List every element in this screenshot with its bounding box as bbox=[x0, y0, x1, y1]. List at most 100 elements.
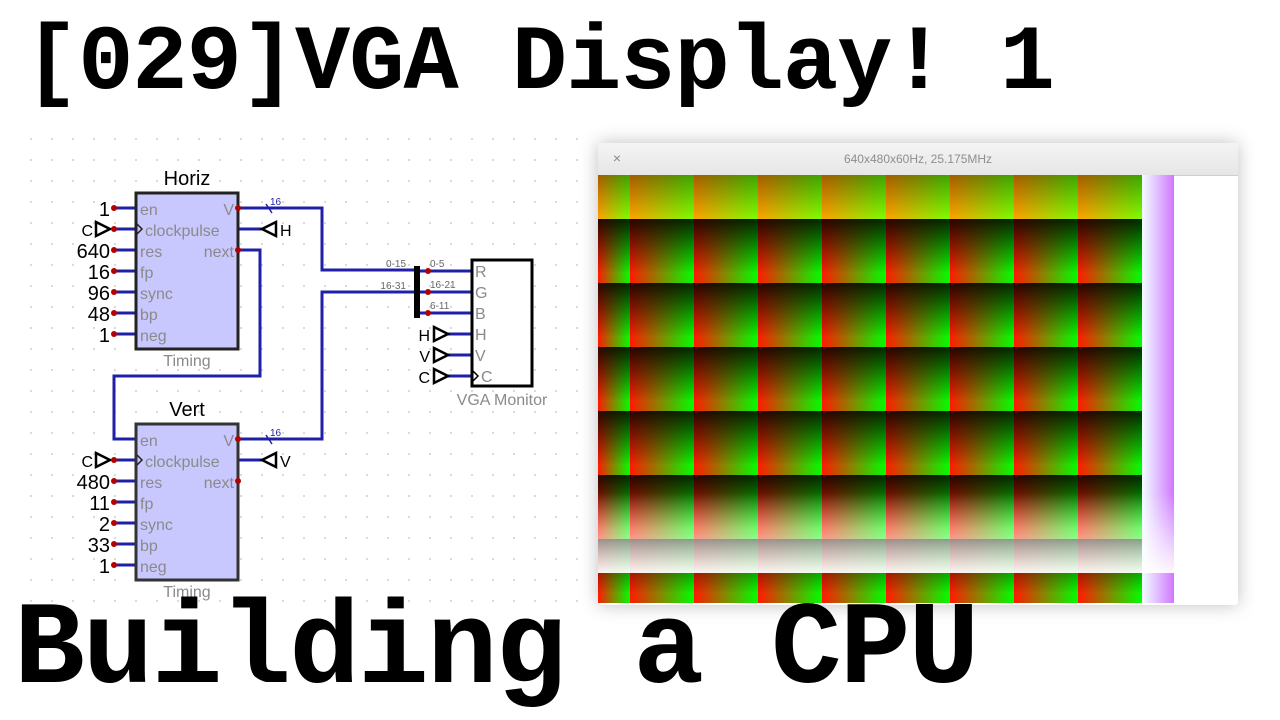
horiz-pin-en: en bbox=[140, 202, 158, 219]
horiz-pin-clockpulse: clockpulse bbox=[145, 223, 220, 240]
vert-out-v: V bbox=[223, 433, 234, 450]
monitor-pin-r: R bbox=[475, 264, 487, 281]
bus-splitter[interactable]: 0-15 16-31 0-5 16-21 6-11 bbox=[380, 259, 456, 318]
vert-pin-neg: neg bbox=[140, 559, 167, 576]
vga-tile bbox=[1142, 219, 1174, 283]
vga-tile bbox=[598, 347, 630, 411]
vga-tile bbox=[1142, 175, 1174, 219]
monitor-tunnels: H V C bbox=[418, 324, 451, 387]
horiz-pin-res: res bbox=[140, 244, 162, 261]
vert-pin-sync: sync bbox=[140, 517, 173, 534]
vert-pin-en: en bbox=[140, 433, 158, 450]
vga-tile bbox=[758, 347, 822, 411]
vga-monitor-component[interactable]: R G B H V C VGA Monitor bbox=[457, 258, 548, 409]
vert-bus-width: 16 bbox=[270, 428, 282, 439]
monitor-tunnel-v-label: V bbox=[419, 349, 430, 366]
pin-dots bbox=[111, 205, 431, 568]
splitter-out-r: 0-5 bbox=[430, 259, 445, 270]
vert-inputs: C 480 11 2 33 1 V 16 bbox=[77, 428, 291, 578]
horiz-h-tunnel-icon bbox=[259, 219, 278, 239]
vga-tile bbox=[694, 411, 758, 475]
vert-input-clock: C bbox=[81, 454, 93, 471]
vga-tile bbox=[1078, 411, 1142, 475]
horiz-pin-bp: bp bbox=[140, 307, 158, 324]
horiz-out-v: V bbox=[223, 202, 234, 219]
vert-input-bp: 33 bbox=[88, 535, 110, 557]
vga-tile bbox=[1142, 347, 1174, 411]
vert-clock-tunnel-icon bbox=[94, 450, 113, 470]
horiz-input-en: 1 bbox=[99, 199, 110, 221]
close-icon[interactable]: × bbox=[612, 150, 622, 166]
horiz-subtitle: Timing bbox=[163, 353, 210, 370]
splitter-in-16-31: 16-31 bbox=[380, 281, 406, 292]
vert-pin-fp: fp bbox=[140, 496, 153, 513]
vga-tile bbox=[598, 175, 630, 219]
vga-tile bbox=[950, 347, 1014, 411]
vga-tile bbox=[1014, 347, 1078, 411]
vert-input-sync: 2 bbox=[99, 514, 110, 536]
monitor-label: VGA Monitor bbox=[457, 392, 548, 409]
vert-pin-res: res bbox=[140, 475, 162, 492]
monitor-v-tunnel-icon bbox=[432, 345, 451, 365]
vga-tile bbox=[1078, 175, 1142, 219]
vga-tile bbox=[822, 283, 886, 347]
vga-monitor-window[interactable]: 640x480x60Hz, 25.175MHz × bbox=[598, 143, 1238, 605]
vga-tile bbox=[886, 283, 950, 347]
monitor-pin-c: C bbox=[481, 369, 493, 386]
vga-tile bbox=[694, 219, 758, 283]
vga-tile bbox=[694, 347, 758, 411]
vga-tile bbox=[598, 219, 630, 283]
vga-tile bbox=[630, 175, 694, 219]
vga-tile bbox=[886, 347, 950, 411]
vert-v-tunnel-icon bbox=[259, 450, 278, 470]
vga-tile bbox=[630, 347, 694, 411]
vga-tile bbox=[758, 175, 822, 219]
vga-tile bbox=[886, 175, 950, 219]
vga-tile bbox=[1078, 347, 1142, 411]
horiz-input-clock: C bbox=[81, 223, 93, 240]
window-titlebar[interactable]: 640x480x60Hz, 25.175MHz × bbox=[598, 143, 1238, 176]
vga-tile bbox=[950, 411, 1014, 475]
monitor-c-tunnel-icon bbox=[432, 366, 451, 386]
schematic-svg: Horiz Timing en clockpulse res fp sync b… bbox=[20, 128, 580, 614]
video-title-bottom: Building a CPU bbox=[14, 585, 979, 718]
horiz-out-next: next bbox=[204, 244, 235, 261]
monitor-pin-g: G bbox=[475, 285, 487, 302]
horiz-input-fp: 16 bbox=[88, 262, 110, 284]
monitor-pin-b: B bbox=[475, 306, 486, 323]
vga-tile bbox=[886, 219, 950, 283]
horiz-pin-sync: sync bbox=[140, 286, 173, 303]
vert-timing-component[interactable]: Vert Timing en clockpulse res fp sync bp… bbox=[134, 399, 240, 601]
video-title-top: [029]VGA Display! 1 bbox=[24, 11, 1055, 116]
window-bottom-fade bbox=[598, 493, 1238, 573]
vga-tile bbox=[1014, 411, 1078, 475]
horiz-pin-fp: fp bbox=[140, 265, 153, 282]
vga-tile bbox=[1142, 283, 1174, 347]
horiz-timing-component[interactable]: Horiz Timing en clockpulse res fp sync b… bbox=[134, 168, 240, 370]
vert-title: Vert bbox=[169, 399, 205, 421]
monitor-tunnel-h-label: H bbox=[418, 328, 430, 345]
vga-tile bbox=[630, 283, 694, 347]
vert-tunnel-label: V bbox=[280, 454, 291, 471]
horiz-input-res: 640 bbox=[77, 241, 110, 263]
vga-tile bbox=[758, 219, 822, 283]
horiz-tunnel-label: H bbox=[280, 223, 292, 240]
vga-tile bbox=[886, 411, 950, 475]
monitor-pin-v: V bbox=[475, 348, 486, 365]
vga-tile bbox=[598, 411, 630, 475]
vert-input-neg: 1 bbox=[99, 556, 110, 578]
vga-tile bbox=[1014, 219, 1078, 283]
horiz-bus-width: 16 bbox=[270, 197, 282, 208]
vga-tile bbox=[694, 283, 758, 347]
vga-tile bbox=[822, 347, 886, 411]
window-caption: 640x480x60Hz, 25.175MHz bbox=[843, 152, 993, 166]
vert-input-fp: 11 bbox=[89, 493, 110, 515]
monitor-pin-h: H bbox=[475, 327, 487, 344]
vert-subtitle: Timing bbox=[163, 584, 210, 601]
vga-tile bbox=[1014, 175, 1078, 219]
vga-tile bbox=[598, 283, 630, 347]
horiz-input-neg: 1 bbox=[99, 325, 110, 347]
splitter-out-g: 16-21 bbox=[430, 280, 456, 291]
vga-tile bbox=[758, 411, 822, 475]
vga-tile bbox=[822, 411, 886, 475]
